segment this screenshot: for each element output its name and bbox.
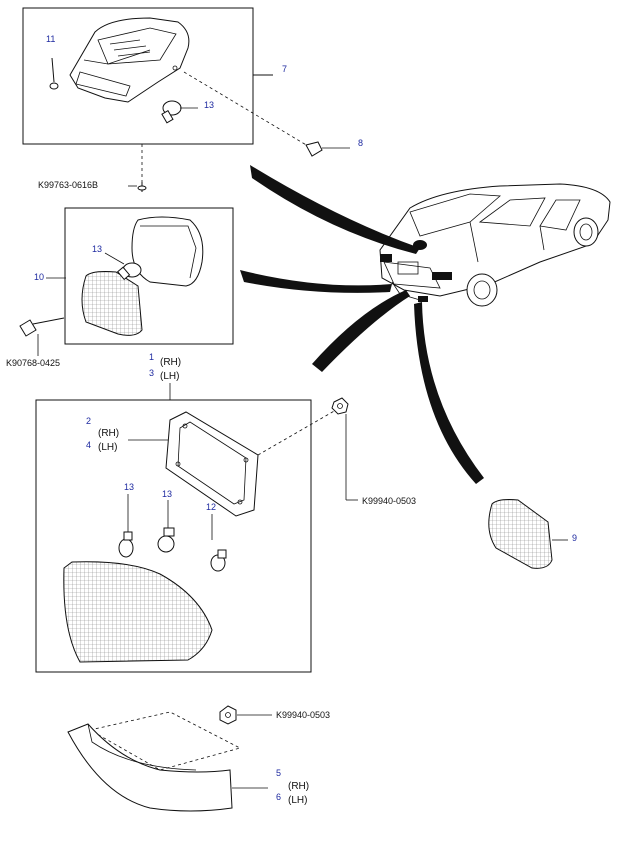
combination-lamp-box bbox=[35, 399, 312, 673]
callout-13-mid: 13 bbox=[92, 244, 102, 254]
label-nut-bottom: K99940-0503 bbox=[276, 710, 330, 720]
label-rh-3: (RH) bbox=[288, 781, 309, 792]
callout-5: 5 bbox=[276, 768, 281, 778]
label-lh-1: (LH) bbox=[160, 371, 179, 382]
callout-13-b: 13 bbox=[162, 489, 172, 499]
leader-swoosh-4 bbox=[414, 302, 484, 484]
label-nut-mid: K99940-0503 bbox=[362, 496, 416, 506]
bolt-left bbox=[19, 317, 65, 356]
callout-10: 10 bbox=[34, 272, 44, 282]
callout-6: 6 bbox=[276, 792, 281, 802]
rear-garnish bbox=[67, 723, 233, 812]
clip-8 bbox=[305, 141, 350, 157]
bulb-13-mid bbox=[104, 252, 142, 281]
callout-2: 2 bbox=[86, 416, 91, 426]
bulb-13-top bbox=[161, 100, 198, 124]
callout-7: 7 bbox=[282, 64, 287, 74]
bolt-top bbox=[128, 182, 147, 192]
combination-lamp-lens bbox=[63, 561, 213, 663]
callout-12: 12 bbox=[206, 502, 216, 512]
lamp-box-2 bbox=[64, 207, 234, 345]
leader-swoosh-3 bbox=[312, 290, 410, 372]
label-rh-2: (RH) bbox=[98, 428, 119, 439]
label-rh-1: (RH) bbox=[160, 357, 181, 368]
nut-bottom bbox=[219, 705, 272, 725]
callout-9: 9 bbox=[572, 533, 577, 543]
license-lamp-box bbox=[22, 7, 254, 145]
car-illustration bbox=[379, 183, 611, 307]
callout-1: 1 bbox=[149, 352, 154, 362]
label-bolt-left: K90768-0425 bbox=[6, 358, 60, 368]
callout-13-a: 13 bbox=[124, 482, 134, 492]
lamp-lens-2 bbox=[131, 216, 204, 287]
bulb-13-b bbox=[157, 500, 175, 553]
screw-11 bbox=[49, 57, 59, 90]
side-reflector-9 bbox=[488, 499, 568, 569]
bulb-12 bbox=[210, 514, 227, 572]
callout-4: 4 bbox=[86, 440, 91, 450]
callout-11: 11 bbox=[46, 34, 55, 44]
bulb-13-a bbox=[118, 494, 134, 558]
reflector-10 bbox=[81, 271, 143, 336]
leader-swoosh-2 bbox=[240, 270, 392, 293]
nut-mid bbox=[331, 397, 358, 501]
label-lh-2: (LH) bbox=[98, 442, 117, 453]
callout-3: 3 bbox=[149, 368, 154, 378]
license-lamp-housing bbox=[69, 17, 190, 103]
callout-13-top: 13 bbox=[204, 100, 214, 110]
label-bolt-top: K99763-0616B bbox=[38, 180, 98, 190]
callout-8: 8 bbox=[358, 138, 363, 148]
gasket bbox=[165, 411, 259, 517]
leader-swoosh-1 bbox=[250, 165, 420, 254]
label-lh-3: (LH) bbox=[288, 795, 307, 806]
